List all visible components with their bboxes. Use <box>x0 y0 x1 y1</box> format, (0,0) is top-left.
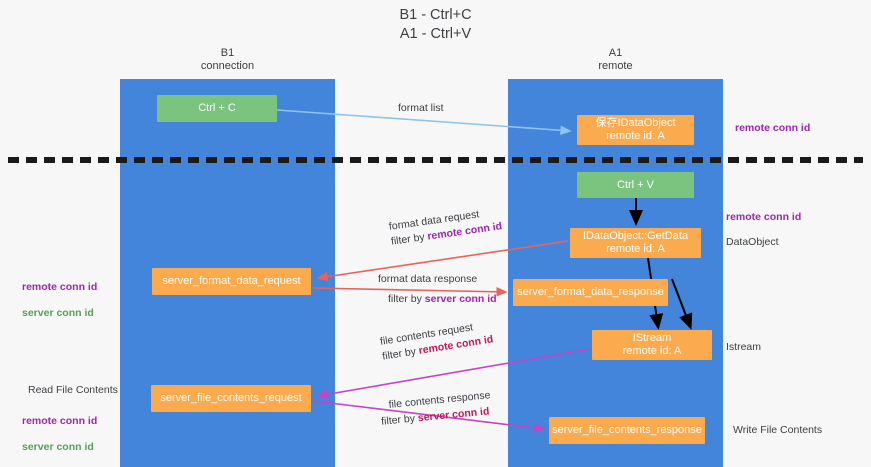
filter-prefix: filter by <box>388 293 425 305</box>
filter-prefix: filter by <box>380 412 419 428</box>
node-server-file-contents-response[interactable]: server_file_contents_response <box>549 417 705 444</box>
swimlane-header-b1: B1 connection <box>200 47 255 72</box>
annotation-remote-conn-id-top: remote conn id <box>735 122 811 134</box>
node-ctrl-c[interactable]: Ctrl + C <box>157 95 277 122</box>
node-ctrl-v[interactable]: Ctrl + V <box>577 172 694 198</box>
node-server-file-contents-request[interactable]: server_file_contents_request <box>151 385 311 412</box>
connector-format-list <box>276 109 572 136</box>
annotation-left-conn-ids-bottom: remote conn id server conn id <box>22 402 97 467</box>
connector-file-contents-request <box>316 348 591 400</box>
annotation-remote-conn-id: remote conn id <box>22 415 98 427</box>
annotation-read-file-contents: Read File Contents <box>28 384 118 396</box>
edge-label-format-data-response: format data response filter by server co… <box>378 272 497 306</box>
node-server-format-data-response[interactable]: server_format_data_response <box>513 279 668 306</box>
annotation-istream: Istream <box>726 341 762 353</box>
node-server-format-data-request[interactable]: server_format_data_request <box>152 268 311 295</box>
annotation-server-conn-id: server conn id <box>22 441 94 453</box>
connector-format-data-response <box>312 287 508 297</box>
node-idataobject-getdata[interactable]: IDataObject::GetData remote id: A <box>570 228 701 258</box>
swimlane-header-a1: A1 remote <box>598 47 633 72</box>
page-title: B1 - Ctrl+C A1 - Ctrl+V <box>399 7 472 42</box>
annotation-dataobject: DataObject <box>726 236 779 248</box>
annotation-left-conn-ids-mid: remote conn id server conn id <box>22 268 97 333</box>
edge-label-format-list: format list <box>398 102 444 114</box>
annotation-write-file-contents: Write File Contents <box>733 424 823 436</box>
node-idataobject[interactable]: 保存IDataObject remote id: A <box>577 115 694 145</box>
annotation-remote-conn-id: remote conn id <box>22 281 98 293</box>
connector-response-istream <box>671 278 693 330</box>
filter-key-server-conn-id: server conn id <box>424 293 497 305</box>
edge-label-format-data-response-text: format data response <box>378 273 478 285</box>
edge-label-format-data-response-filter: filter by server conn id <box>388 292 497 306</box>
annotation-server-conn-id: server conn id <box>22 307 94 319</box>
connector-format-data-request <box>316 240 569 282</box>
annotation-remote-conn-id-mid: remote conn id <box>726 211 802 223</box>
node-istream[interactable]: IStream remote id: A <box>592 330 712 360</box>
connector-file-contents-response <box>312 400 546 433</box>
